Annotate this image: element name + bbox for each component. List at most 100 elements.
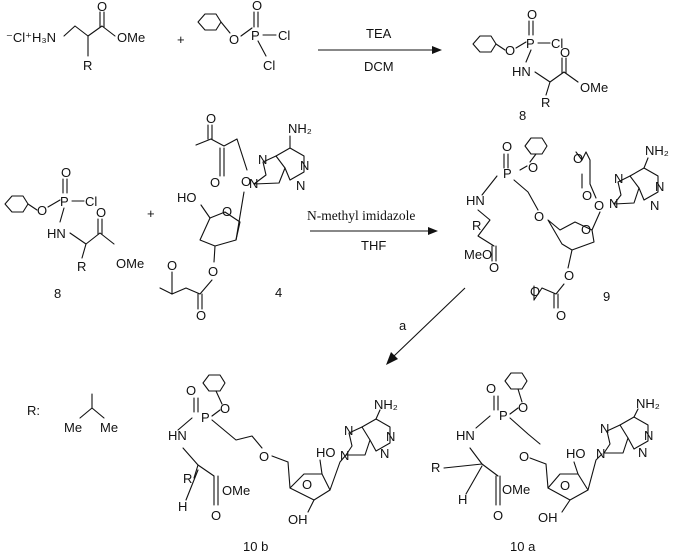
ho-label: HO xyxy=(316,445,336,460)
phosphoryl-o-label: O xyxy=(61,165,71,180)
ester-carbonyl-o-label: O xyxy=(556,308,566,323)
h-label: H xyxy=(458,492,467,507)
r-label: R xyxy=(83,58,92,73)
ome-label: OMe xyxy=(116,256,144,271)
chloride-ammonium-label: ⁻Cl⁺H₃N xyxy=(6,30,56,45)
phosphoryl-o-label: O xyxy=(502,139,512,154)
ester-o-label: O xyxy=(229,32,239,47)
phosphoryl-o-label: O xyxy=(252,0,262,13)
n-label: N xyxy=(300,158,309,173)
ester-carbonyl-o-label-2: O xyxy=(582,188,592,203)
phosphorus-label: P xyxy=(526,36,535,51)
phosphoryl-o-label: O xyxy=(486,381,496,396)
reagent-a: a xyxy=(399,318,407,333)
compound-10a: O P O HN R H O OMe O O OH HO N N N N NH₂… xyxy=(431,372,660,554)
n-label: N xyxy=(380,446,389,461)
nh2-label: NH₂ xyxy=(288,121,312,136)
r-definition-label: R: xyxy=(27,403,40,418)
compound-number-10a: 10 a xyxy=(510,539,536,554)
ester-o-label-2: O xyxy=(534,209,544,224)
ester-o-label: O xyxy=(37,203,47,218)
me-label: Me xyxy=(64,420,82,435)
compound-8-reactant: O P O Cl HN O OMe R 8 xyxy=(4,165,144,301)
n-label: N xyxy=(249,176,258,191)
reagent-n-methyl-imidazole: N-methyl imidazole xyxy=(307,208,415,223)
carbonyl-o-label: O xyxy=(97,0,107,14)
ring-o-label: O xyxy=(302,477,312,492)
ester-o-label-4: O xyxy=(594,198,604,213)
plus-sign-1: + xyxy=(177,32,185,47)
ester-o-label: O xyxy=(518,400,528,415)
me-label-2: Me xyxy=(100,420,118,435)
ome-label: OMe xyxy=(117,30,145,45)
r-label: R xyxy=(431,460,440,475)
n-label: N xyxy=(600,421,609,436)
n-label: N xyxy=(296,178,305,193)
n-label: N xyxy=(614,171,623,186)
ester-o-label-2: O xyxy=(259,449,269,464)
n-label: N xyxy=(644,428,653,443)
ester-carbonyl-o-label-2: O xyxy=(196,308,206,323)
ester-o-label: O xyxy=(220,401,230,416)
hn-label: HN xyxy=(456,428,475,443)
n-label: N xyxy=(340,448,349,463)
hn-label: HN xyxy=(47,226,66,241)
carbonyl-o-label: O xyxy=(211,508,221,523)
hn-label: HN xyxy=(512,64,531,79)
phosphorus-label: P xyxy=(251,28,260,43)
nh2-label: NH₂ xyxy=(645,143,669,158)
n-label: N xyxy=(655,179,664,194)
oh-label: OH xyxy=(538,510,558,525)
oh-label: OH xyxy=(288,512,308,527)
compound-8-product: O P O Cl HN O OMe R 8 xyxy=(472,7,608,123)
cl-label-2: Cl xyxy=(263,58,275,73)
ring-o-label: O xyxy=(560,478,570,493)
n-label: N xyxy=(609,196,618,211)
cl-label: Cl xyxy=(551,36,563,51)
compound-10b: O P O HN R H O OMe O O OH HO N N N N NH₂… xyxy=(168,374,398,554)
compound-4-protected-adenosine: O O O O HO O O O N N N N NH₂ 4 xyxy=(159,111,312,323)
cl-label: Cl xyxy=(85,194,97,209)
ring-o-label: O xyxy=(222,204,232,219)
compound-number-10b: 10 b xyxy=(243,539,268,554)
r-label: R xyxy=(541,95,550,110)
reagent-tea: TEA xyxy=(366,26,392,41)
keto-o-label-2: O xyxy=(167,258,177,273)
n-label: N xyxy=(344,423,353,438)
keto-o-label: O xyxy=(206,111,216,126)
ester-o-label: O xyxy=(505,43,515,58)
reaction-arrow-3: a xyxy=(386,287,466,365)
n-label: N xyxy=(258,152,267,167)
compound-9: O P O HN O R O MeO O O O O O O O N N N xyxy=(464,137,669,323)
ester-o-label-2: O xyxy=(519,449,529,464)
ring-o-label: O xyxy=(581,222,591,237)
ester-o-label: O xyxy=(241,174,251,189)
cl-label: Cl xyxy=(278,28,290,43)
nh2-label: NH₂ xyxy=(374,397,398,412)
phenyl-dichlorophosphate: O P O Cl Cl xyxy=(197,0,290,73)
compound-number-8-left: 8 xyxy=(54,286,61,301)
ho-label: HO xyxy=(566,446,586,461)
phosphorus-label: P xyxy=(503,166,512,181)
r-label: R xyxy=(77,259,86,274)
amino-ester-hydrochloride: ⁻Cl⁺H₃N O OMe R xyxy=(6,0,145,73)
meo-label: MeO xyxy=(464,247,492,262)
r-label: R xyxy=(472,218,481,233)
ho-label: HO xyxy=(177,190,197,205)
r-group-definition: R: Me Me xyxy=(27,393,118,435)
ester-carbonyl-o-label: O xyxy=(210,175,220,190)
n-label: N xyxy=(638,445,647,460)
carbonyl-o-label: O xyxy=(489,260,499,275)
keto-o-label: O xyxy=(530,284,540,299)
n-label: N xyxy=(386,429,395,444)
ester-o-label-3: O xyxy=(564,268,574,283)
reaction-arrow-1: TEA DCM xyxy=(318,26,442,74)
carbonyl-o-label: O xyxy=(560,45,570,60)
phosphorus-label: P xyxy=(60,194,69,209)
phosphoryl-o-label: O xyxy=(527,7,537,22)
phosphorus-label: P xyxy=(499,408,508,423)
ester-o-label-2: O xyxy=(208,264,218,279)
solvent-thf: THF xyxy=(361,238,386,253)
carbonyl-o-label: O xyxy=(493,508,503,523)
